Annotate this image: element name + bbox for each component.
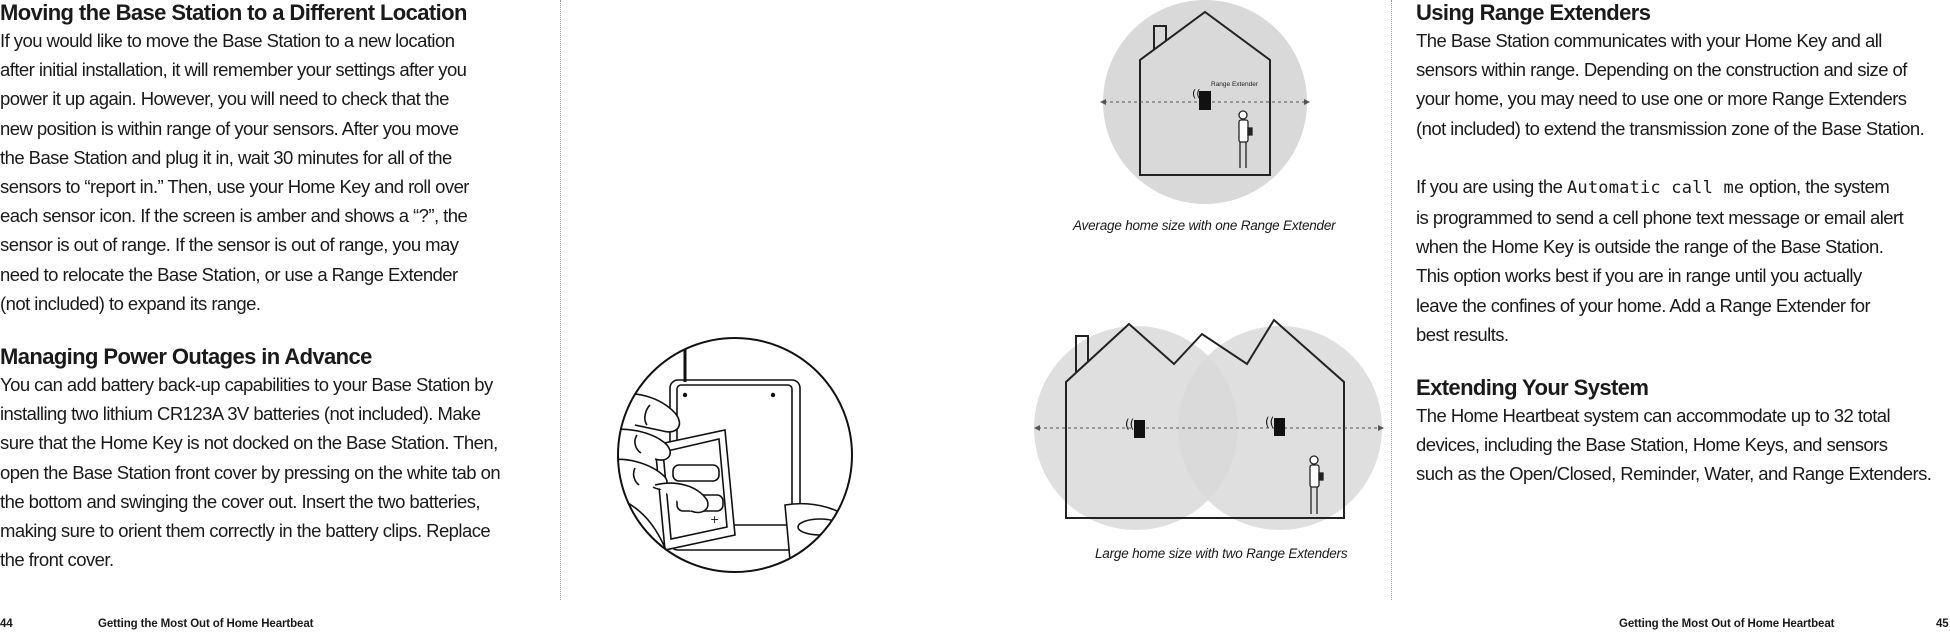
text-line: If you would like to move the Base Stati… bbox=[0, 30, 455, 51]
text-line: This option works best if you are in ran… bbox=[1416, 265, 1862, 287]
text-line: The Base Station communicates with your … bbox=[1416, 30, 1882, 51]
signal-waves-icon: (( bbox=[1265, 415, 1274, 429]
caption-two-range-extenders: Large home size with two Range Extenders bbox=[1095, 546, 1348, 561]
text-line: (not included) to expand its range. bbox=[0, 292, 261, 314]
section-heading-extending-system: Extending Your System bbox=[1416, 375, 1649, 401]
automatic-call-me-option: Automatic call me bbox=[1566, 177, 1745, 198]
text-line: sensors to “report in.” Then, use your H… bbox=[0, 176, 469, 198]
section-heading-moving-base-station: Moving the Base Station to a Different L… bbox=[0, 0, 467, 25]
text-line: (not included) to extend the transmissio… bbox=[1416, 117, 1925, 139]
paragraph-extending-system: The Home Heartbeat system can accommodat… bbox=[1416, 401, 1950, 489]
text-line: each sensor icon. If the screen is amber… bbox=[0, 205, 468, 227]
svg-text:+: + bbox=[710, 513, 719, 526]
text-line: power it up again. However, you will nee… bbox=[0, 88, 449, 110]
text-line: the bottom and swinging the cover out. I… bbox=[0, 490, 481, 512]
right-page-number: 45 bbox=[1936, 618, 1949, 630]
right-page-divider bbox=[1391, 0, 1392, 600]
right-page-text: Using Range Extenders The Base Station c… bbox=[1416, 0, 1950, 489]
text-line: best results. bbox=[1416, 323, 1509, 345]
text-fragment: option, the system bbox=[1744, 175, 1890, 197]
section-heading-power-outages: Managing Power Outages in Advance bbox=[0, 344, 372, 370]
battery-install-illustration: + bbox=[617, 337, 853, 573]
caption-one-range-extender: Average home size with one Range Extende… bbox=[1073, 218, 1336, 233]
paragraph-automatic-call-me: If you are using the Automatic call me o… bbox=[1416, 172, 1950, 349]
text-line: your home, you may need to use one or mo… bbox=[1416, 88, 1907, 110]
text-line: the Base Station and plug it in, wait 30… bbox=[0, 146, 452, 168]
signal-waves-icon: (( bbox=[1192, 87, 1201, 100]
text-line: sensors within range. Depending on the c… bbox=[1416, 59, 1907, 81]
text-line: open the Base Station front cover by pre… bbox=[0, 461, 501, 483]
section-heading-range-extenders: Using Range Extenders bbox=[1416, 0, 1651, 25]
left-page-text: Moving the Base Station to a Different L… bbox=[0, 0, 540, 574]
text-line: sure that the Home Key is not docked on … bbox=[0, 432, 498, 454]
paragraph-power-outages: You can add battery back-up capabilities… bbox=[0, 370, 540, 574]
text-fragment: If you are using the bbox=[1416, 175, 1567, 197]
left-footer-title: Getting the Most Out of Home Heartbeat bbox=[98, 618, 314, 630]
left-page-divider bbox=[560, 0, 561, 600]
left-page-number: 44 bbox=[0, 618, 13, 630]
text-line: need to relocate the Base Station, or us… bbox=[0, 263, 458, 285]
two-range-extenders-diagram: (( (( bbox=[1034, 318, 1384, 530]
text-line: new position is within range of your sen… bbox=[0, 117, 459, 139]
text-line: after initial installation, it will reme… bbox=[0, 59, 467, 81]
single-range-extender-diagram: (( Range Extender bbox=[1100, 0, 1310, 204]
text-line: the front cover. bbox=[0, 549, 114, 571]
paragraph-moving-base-station: If you would like to move the Base Stati… bbox=[0, 26, 540, 318]
text-line: is programmed to send a cell phone text … bbox=[1416, 207, 1904, 229]
text-line: The Home Heartbeat system can accommodat… bbox=[1416, 405, 1891, 427]
text-line: You can add battery back-up capabilities… bbox=[0, 374, 493, 396]
text-line: installing two lithium CR123A 3V batteri… bbox=[0, 403, 481, 425]
signal-waves-icon: (( bbox=[1125, 417, 1134, 431]
paragraph-range-extenders: The Base Station communicates with your … bbox=[1416, 26, 1950, 143]
text-line: such as the Open/Closed, Reminder, Water… bbox=[1416, 463, 1932, 485]
text-line: when the Home Key is outside the range o… bbox=[1416, 236, 1884, 258]
text-line: leave the confines of your home. Add a R… bbox=[1416, 294, 1871, 316]
text-line: sensor is out of range. If the sensor is… bbox=[0, 234, 459, 256]
text-line: making sure to orient them correctly in … bbox=[0, 520, 491, 542]
range-extender-label: Range Extender bbox=[1211, 81, 1259, 88]
right-footer-title: Getting the Most Out of Home Heartbeat bbox=[1619, 618, 1835, 630]
text-line: devices, including the Base Station, Hom… bbox=[1416, 434, 1888, 456]
